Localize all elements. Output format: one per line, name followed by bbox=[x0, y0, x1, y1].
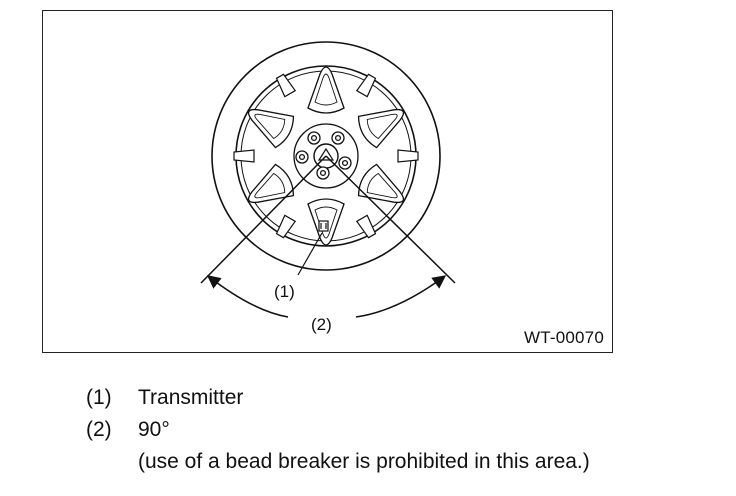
legend: (1) Transmitter (2) 90° (use of a bead b… bbox=[86, 382, 706, 478]
legend-item-text: 90° bbox=[138, 418, 170, 441]
zone-line-right bbox=[325, 155, 456, 284]
angle-arc bbox=[355, 275, 447, 318]
legend-item: (2) 90° (use of a bead breaker is prohib… bbox=[86, 414, 706, 478]
legend-item: (1) Transmitter bbox=[86, 382, 706, 414]
legend-item-text: Transmitter bbox=[138, 386, 244, 409]
legend-item-number: (1) bbox=[86, 386, 112, 409]
zone-line-left bbox=[200, 155, 327, 284]
figure-code: WT-00070 bbox=[523, 328, 604, 347]
lug-nuts bbox=[295, 131, 352, 180]
diagram-frame: (1) (2) WT-00070 bbox=[42, 10, 613, 353]
wheel-diagram: (1) (2) bbox=[200, 41, 456, 334]
callout-2-label: (2) bbox=[311, 315, 332, 334]
transmitter-valve bbox=[318, 220, 329, 232]
legend-item-note: (use of a bead breaker is prohibited in … bbox=[138, 450, 590, 473]
legend-item-number: (2) bbox=[86, 418, 112, 441]
callout-1-leader bbox=[297, 232, 323, 276]
callout-1-label: (1) bbox=[274, 282, 295, 301]
angle-arc bbox=[206, 275, 289, 318]
